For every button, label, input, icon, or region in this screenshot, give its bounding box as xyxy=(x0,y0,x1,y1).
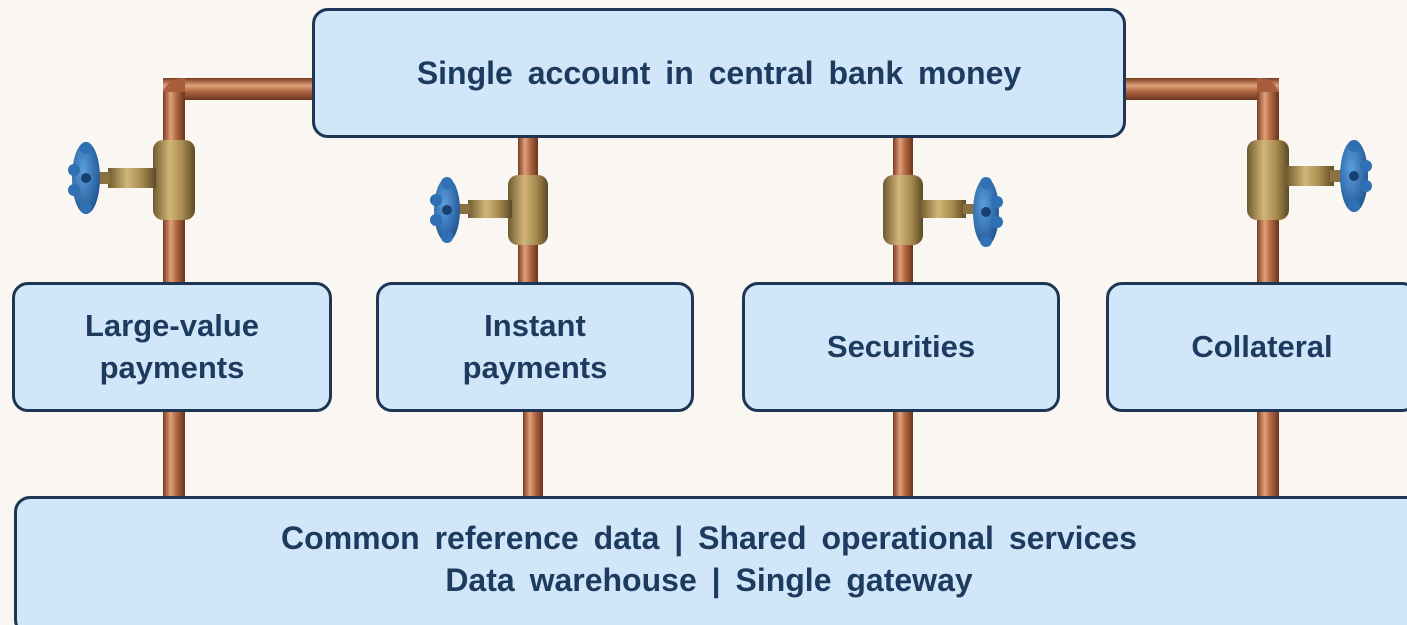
central-account-label: Single account in central bank money xyxy=(416,54,1022,91)
shared-services-text: Common reference data | Shared operation… xyxy=(281,517,1137,601)
service-box-large-value-payments: Large-value payments xyxy=(12,282,332,412)
central-account-box: Single account in central bank money xyxy=(312,8,1126,138)
shared-services-box: Common reference data | Shared operation… xyxy=(14,496,1407,625)
service-label: Securities xyxy=(826,329,976,364)
service-label: Large-value payments xyxy=(84,308,259,385)
valve-icon xyxy=(1247,140,1372,220)
copper-pipe-securities-bottom xyxy=(893,408,913,500)
service-box-collateral: Collateral xyxy=(1106,282,1407,412)
service-label: Instant payments xyxy=(462,308,608,385)
copper-pipe-left-bottom xyxy=(163,408,185,500)
shared-services-line-1: Common reference data | Shared operation… xyxy=(281,520,1137,556)
service-label: Collateral xyxy=(1191,329,1333,364)
service-box-securities: Securities xyxy=(742,282,1060,412)
copper-pipe-instant-bottom xyxy=(523,408,543,500)
valve-icon xyxy=(430,175,548,245)
copper-pipe-right-bottom xyxy=(1257,408,1279,500)
valve-icon xyxy=(68,140,195,220)
valve-icon xyxy=(883,175,1003,247)
service-box-instant-payments: Instant payments xyxy=(376,282,694,412)
shared-services-line-2: Data warehouse | Single gateway xyxy=(445,562,973,598)
